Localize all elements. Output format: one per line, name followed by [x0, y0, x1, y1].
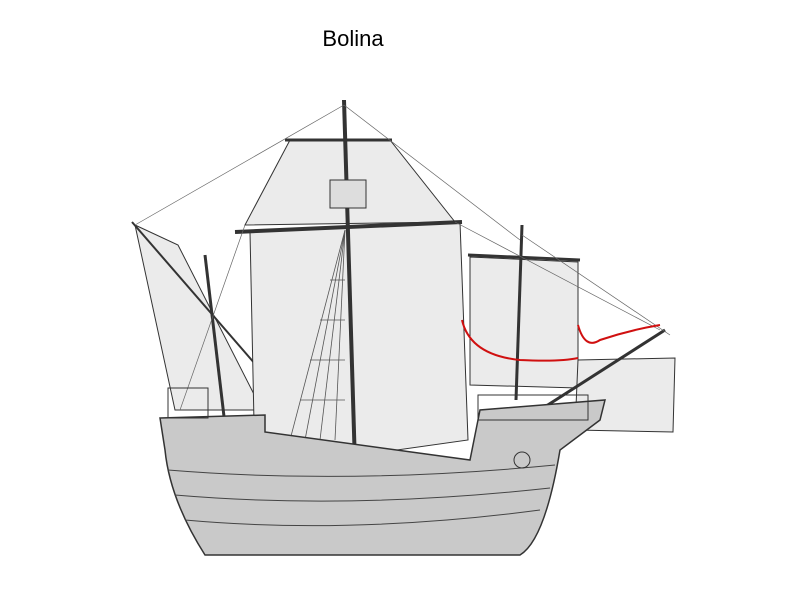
- bowline-main: [461, 319, 579, 362]
- main-course: [249, 221, 469, 471]
- stern-rail: [167, 387, 209, 419]
- bowline-fore: [577, 324, 661, 344]
- fore-sail: [469, 256, 579, 389]
- main-mast: [342, 99, 357, 466]
- mizzen-mast: [203, 254, 227, 426]
- slide-title: Bolina: [322, 26, 384, 51]
- fore-castle-rail: [477, 394, 589, 421]
- anchor: [513, 451, 531, 469]
- mizzen-sail: [134, 224, 263, 411]
- hull: [159, 399, 606, 556]
- fore-mast: [514, 224, 524, 401]
- crows-nest: [329, 179, 367, 209]
